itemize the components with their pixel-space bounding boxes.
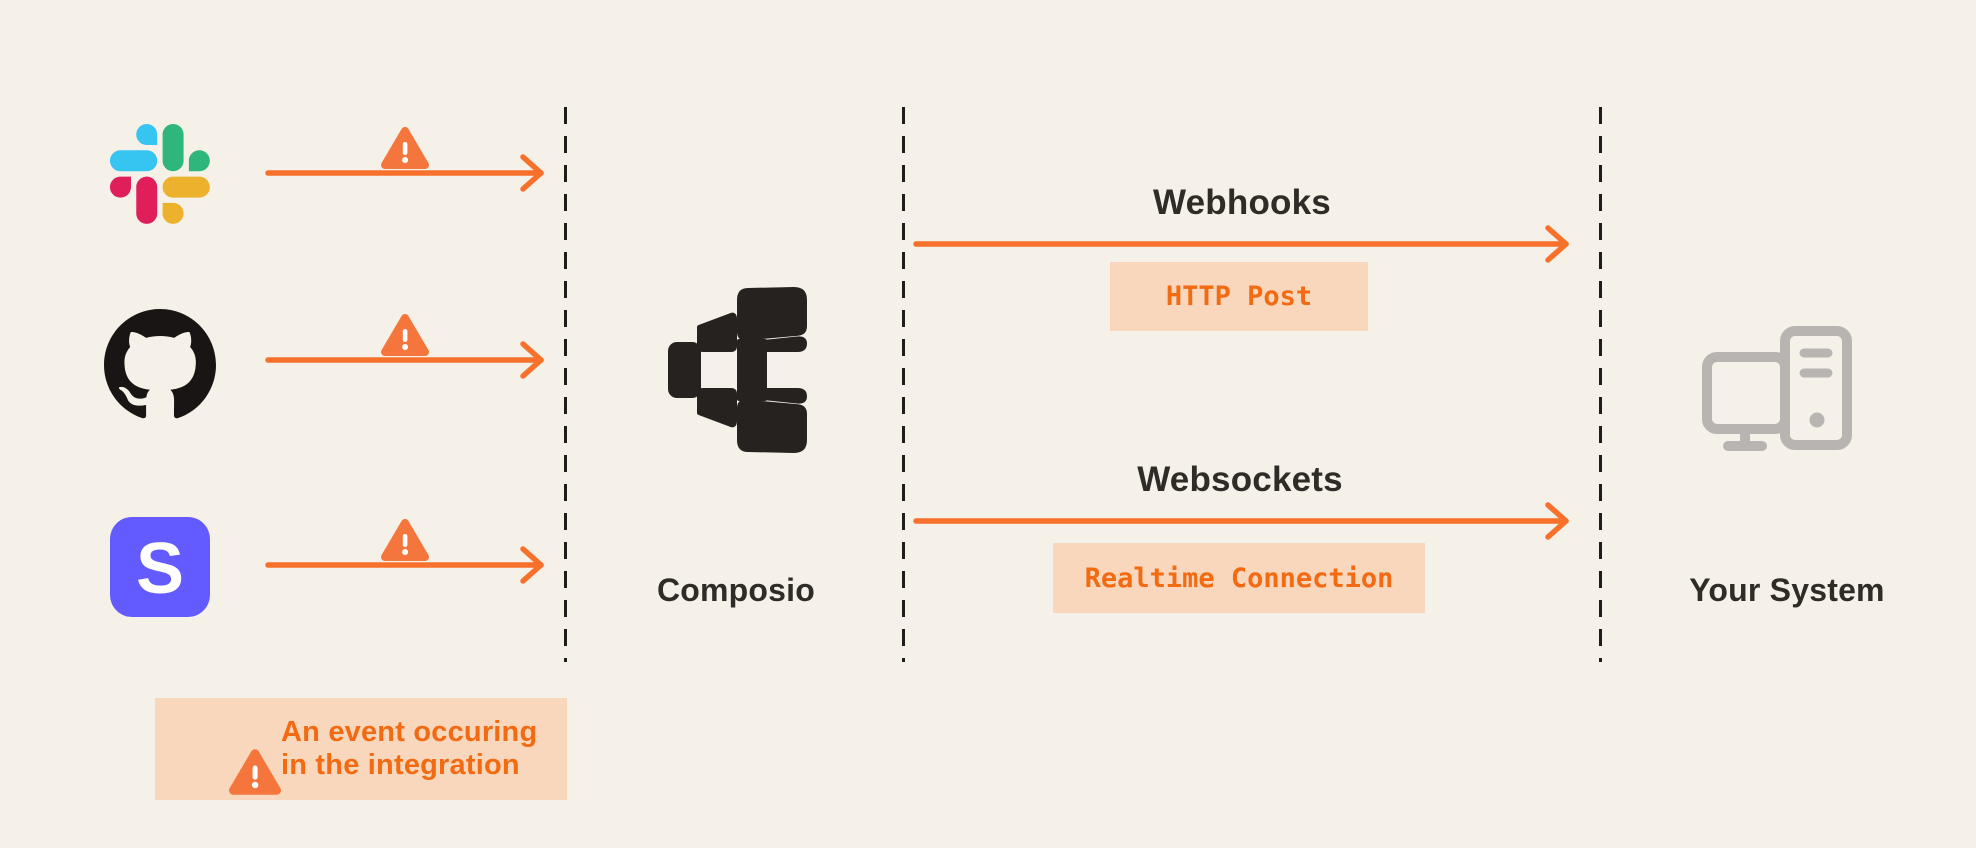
stripe-s-glyph: S bbox=[136, 529, 184, 609]
slack-event-arrow bbox=[265, 154, 544, 192]
composio-label: Composio bbox=[656, 572, 816, 608]
websockets-arrow bbox=[913, 502, 1569, 540]
stripe-event-arrow bbox=[265, 546, 544, 584]
composio-logo-icon bbox=[668, 287, 808, 453]
github-logo-icon bbox=[104, 309, 216, 421]
github-event-arrow bbox=[265, 341, 544, 379]
legend-caption-line2: in the integration bbox=[281, 749, 520, 781]
your-system-computer-icon bbox=[1700, 325, 1855, 453]
http-post-badge: HTTP Post bbox=[1110, 262, 1368, 331]
stripe-logo-icon: S bbox=[110, 517, 210, 617]
legend-caption-line1: An event occuring bbox=[281, 716, 538, 748]
webhooks-title: Webhooks bbox=[1153, 183, 1331, 222]
event-warning-icon bbox=[381, 518, 429, 562]
webhooks-arrow bbox=[913, 225, 1569, 263]
realtime-connection-badge: Realtime Connection bbox=[1053, 543, 1425, 613]
legend-box: An event occuring in the integration bbox=[155, 698, 567, 800]
event-warning-icon bbox=[381, 313, 429, 357]
event-warning-icon bbox=[381, 126, 429, 170]
websockets-title: Websockets bbox=[1137, 460, 1343, 499]
your-system-label: Your System bbox=[1689, 572, 1885, 608]
legend-caption: An event occuring in the integration bbox=[281, 716, 561, 782]
slack-logo-icon bbox=[110, 124, 210, 224]
